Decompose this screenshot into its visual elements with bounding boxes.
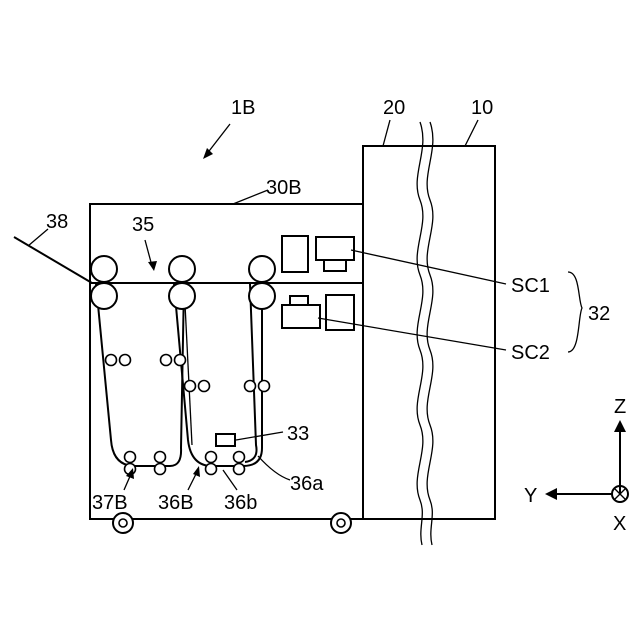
wheels: [113, 513, 351, 533]
label-32: 32: [588, 303, 610, 325]
label-33: 33: [287, 423, 309, 445]
axis-label-x: X: [613, 513, 626, 535]
axis-indicator: [545, 420, 628, 502]
label-37b: 37B: [92, 492, 128, 514]
transport-paths: [96, 284, 262, 466]
label-sc1: SC1: [511, 275, 550, 297]
apparatus-box: [363, 122, 495, 545]
axis-label-y: Y: [524, 485, 537, 507]
label-1b: 1B: [231, 97, 255, 119]
label-36b: 36B: [158, 492, 194, 514]
label-36a: 36a: [290, 473, 324, 495]
axis-label-z: Z: [614, 396, 626, 418]
tray-38: [14, 237, 92, 283]
label-10: 10: [471, 97, 493, 119]
small-rollers: [106, 355, 270, 475]
label-20: 20: [383, 97, 405, 119]
label-30b: 30B: [266, 177, 302, 199]
label-36b-roller: 36b: [224, 492, 257, 514]
label-35: 35: [132, 214, 154, 236]
label-38: 38: [46, 211, 68, 233]
sensor-33: [216, 434, 235, 446]
label-sc2: SC2: [511, 342, 550, 364]
